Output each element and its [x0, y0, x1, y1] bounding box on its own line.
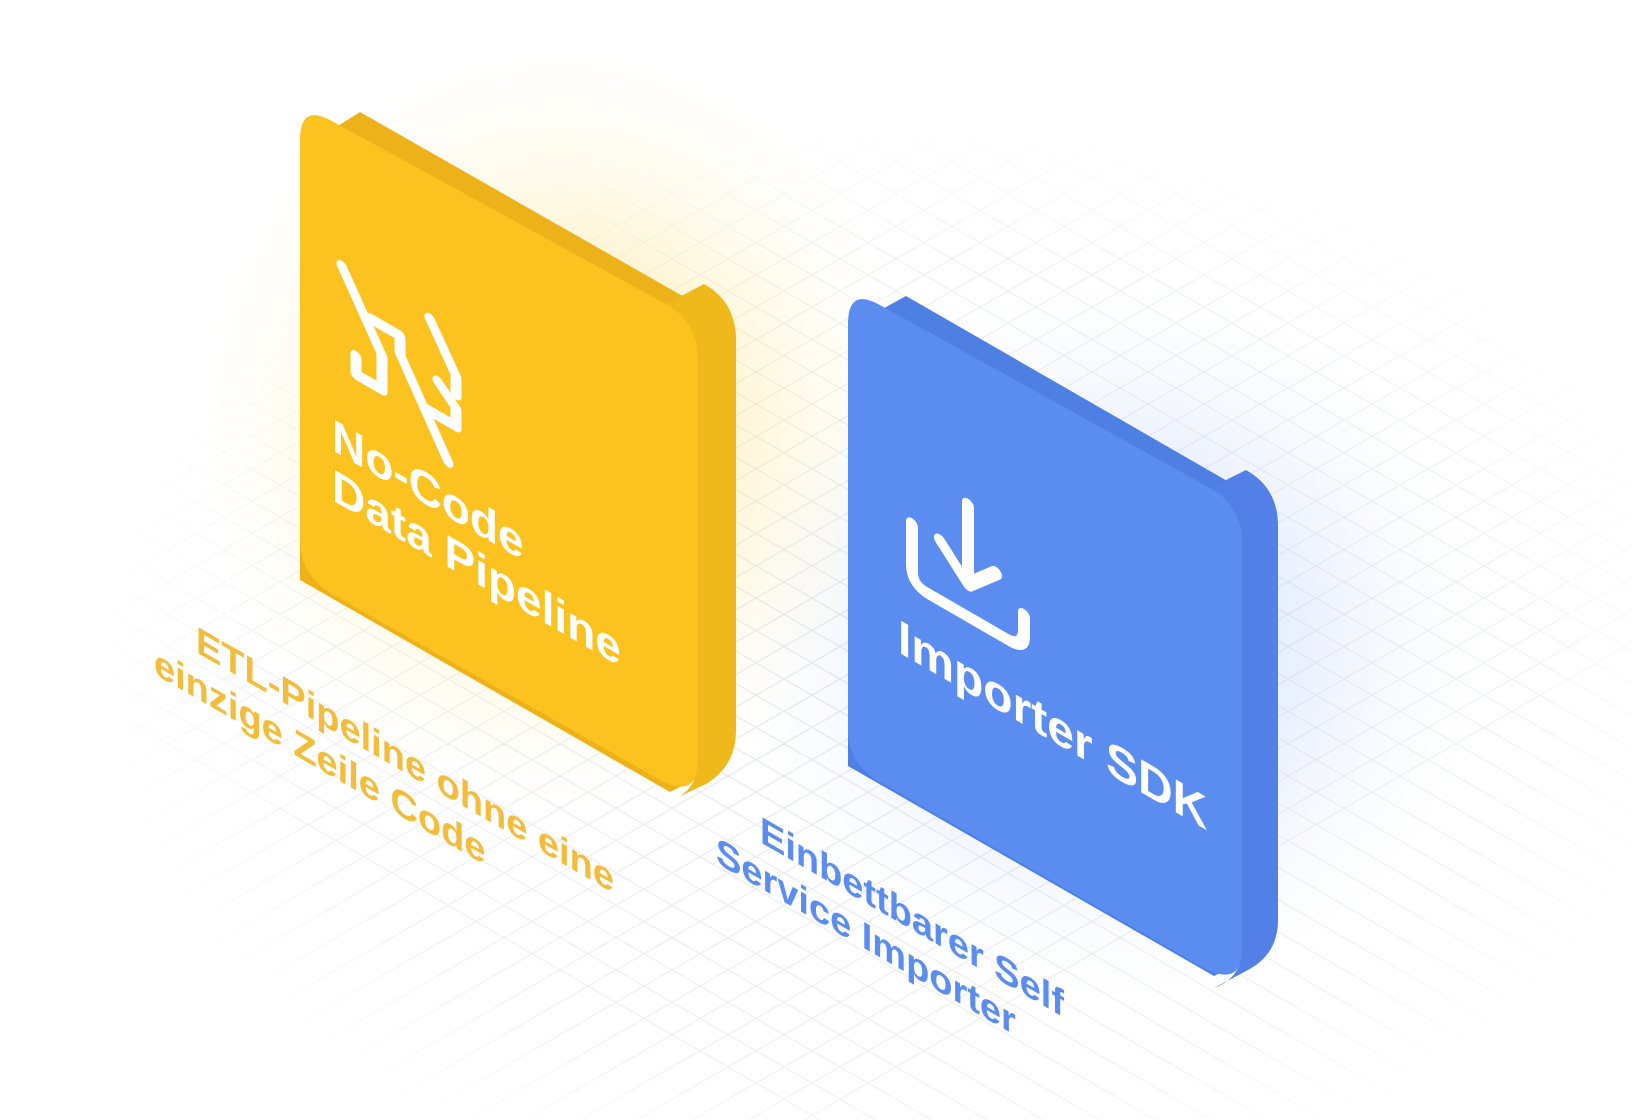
- importer-tile-edge: [1210, 470, 1278, 988]
- importer-tile-face: [848, 299, 1242, 975]
- pipeline-icon: [336, 259, 462, 468]
- pipeline-tile-face: [300, 115, 698, 787]
- importer-tile: Importer SDK: [848, 296, 1278, 988]
- download-icon: [906, 497, 1030, 651]
- pipeline-tile-edge: [666, 284, 736, 800]
- pipeline-tile: No-Code Data Pipeline: [300, 112, 736, 800]
